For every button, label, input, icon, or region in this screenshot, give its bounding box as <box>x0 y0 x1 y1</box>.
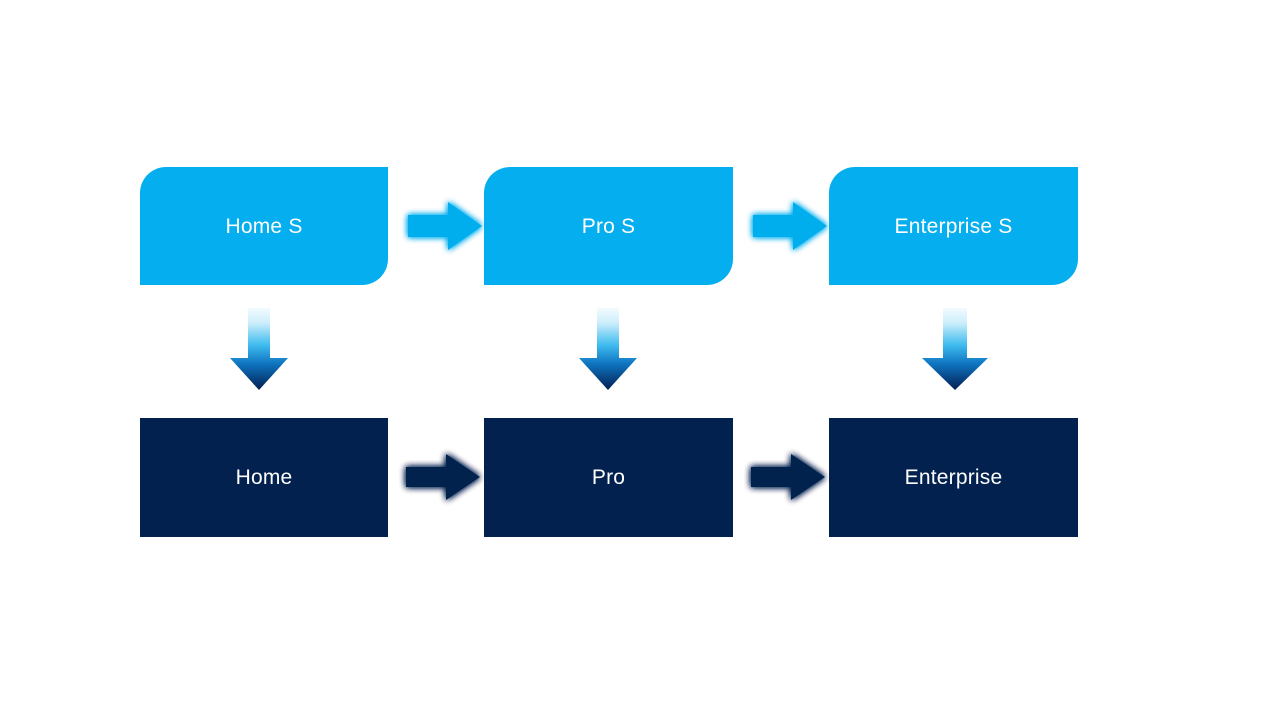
arrow-home-s-to-pro-s <box>400 196 490 256</box>
arrow-enterprise-s-to-enterprise <box>918 306 992 392</box>
node-pro-label: Pro <box>591 466 626 489</box>
arrow-pro-to-enterprise <box>743 447 833 507</box>
node-enterprise[interactable]: Enterprise <box>829 418 1078 537</box>
node-enterprise-s[interactable]: Enterprise S <box>829 167 1078 285</box>
node-enterprise-s-label: Enterprise S <box>894 214 1013 238</box>
node-home-label: Home <box>235 466 293 489</box>
arrow-pro-s-to-enterprise-s <box>745 196 835 256</box>
node-pro[interactable]: Pro <box>484 418 733 537</box>
node-pro-s-label: Pro S <box>581 214 636 238</box>
node-enterprise-label: Enterprise <box>904 466 1003 489</box>
node-home[interactable]: Home <box>140 418 388 537</box>
arrow-home-s-to-home <box>226 306 292 392</box>
arrow-home-to-pro <box>398 447 488 507</box>
node-home-s[interactable]: Home S <box>140 167 388 285</box>
arrow-pro-s-to-pro <box>575 306 641 392</box>
node-pro-s[interactable]: Pro S <box>484 167 733 285</box>
node-home-s-label: Home S <box>225 214 303 238</box>
